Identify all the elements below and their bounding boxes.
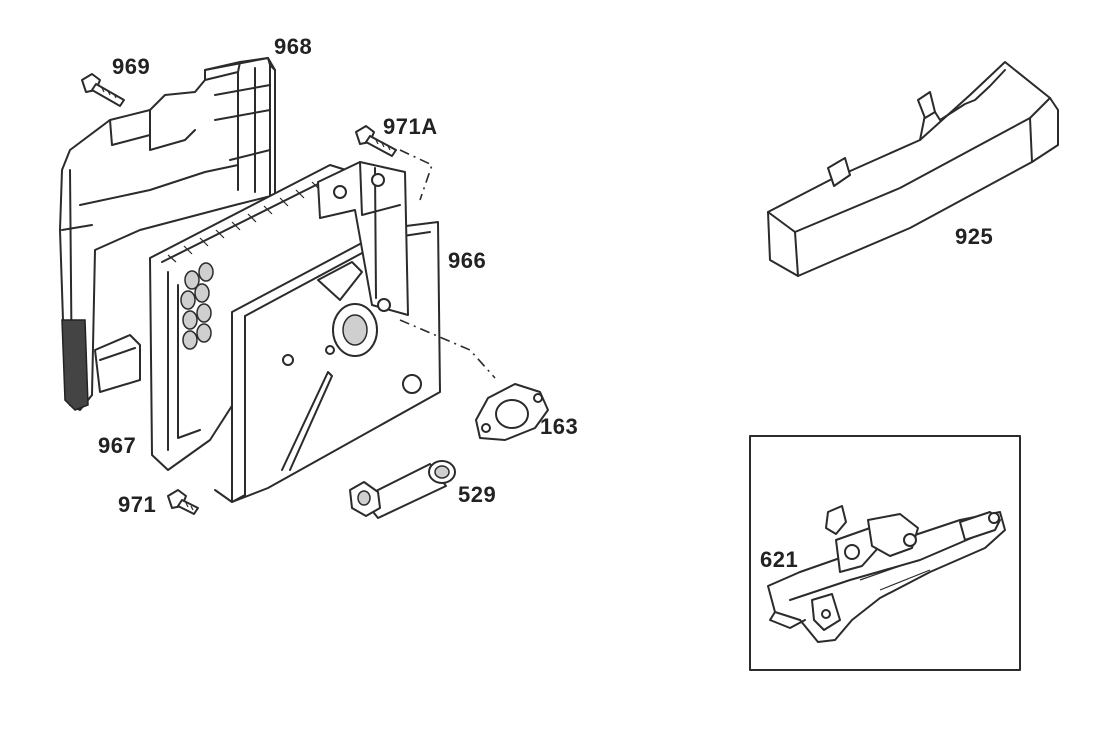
part-label-529: 529: [458, 482, 497, 507]
air-cleaner-base-966: [214, 161, 441, 503]
control-bracket-621-inset: [749, 435, 1021, 671]
part-label-163: 163: [540, 414, 579, 439]
part-label-966: 966: [448, 248, 487, 273]
part-label-967: 967: [98, 433, 137, 458]
screw-971a: [355, 125, 397, 157]
base-to-gasket-leader: [399, 319, 496, 379]
part-label-968: 968: [274, 34, 313, 59]
inset-frame: [749, 435, 1021, 671]
screw-969: [81, 73, 125, 107]
filter-pleat-pattern: [180, 262, 214, 350]
breather-tube-529: [349, 460, 456, 519]
part-label-971a: 971A: [383, 114, 438, 139]
cover-925: [767, 61, 1059, 277]
part-label-621: 621: [760, 547, 799, 572]
screw-971a-leader: [399, 149, 433, 201]
screw-971: [167, 489, 199, 515]
part-label-925: 925: [955, 224, 994, 249]
gasket-163: [475, 383, 549, 441]
part-label-971: 971: [118, 492, 157, 517]
part-label-969: 969: [112, 54, 151, 79]
air-cleaner-cover-968: [59, 57, 276, 411]
